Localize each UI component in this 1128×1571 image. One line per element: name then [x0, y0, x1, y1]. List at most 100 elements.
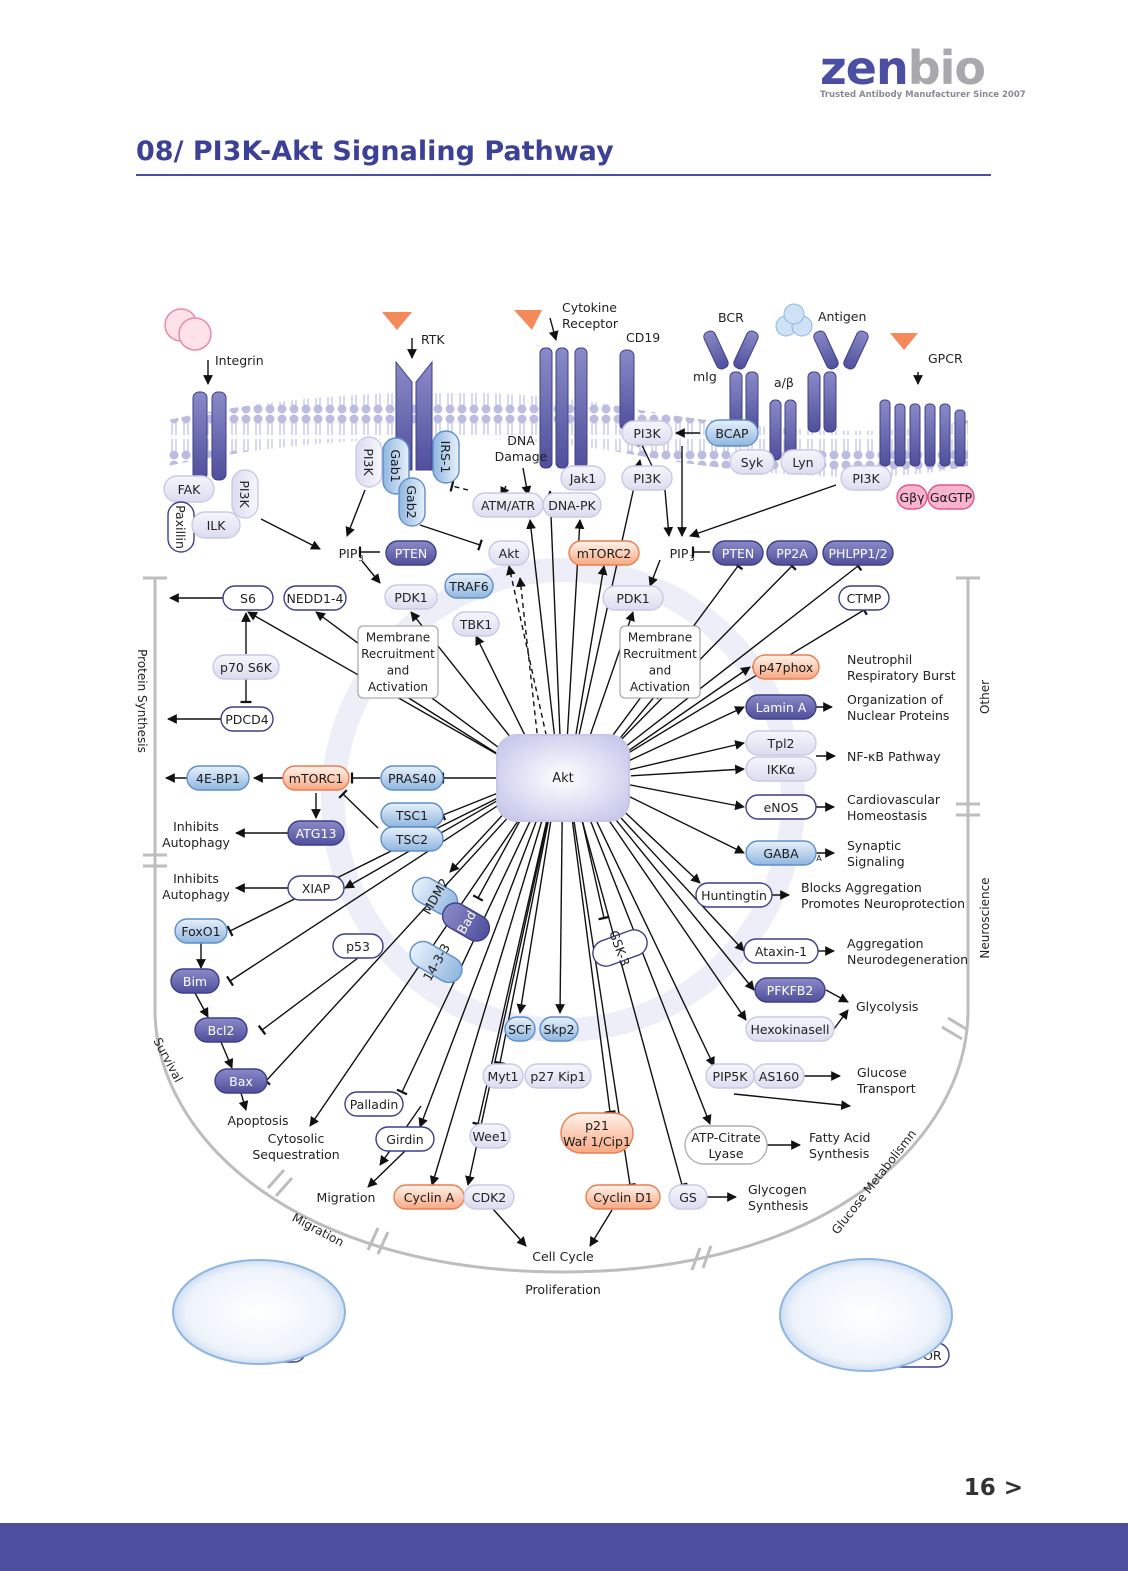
node-ctmp: CTMP: [838, 585, 890, 611]
akt-output-edge: [418, 818, 538, 1128]
node-pi3k-integrin: PI3K: [231, 469, 259, 519]
pathway-edge: [548, 317, 559, 341]
node-shape: [222, 585, 274, 611]
node-label: PI3K: [362, 448, 377, 476]
diagram-label: GPCR: [928, 351, 963, 366]
node-shape: [231, 469, 259, 519]
node-hexokinase: Hexokinasell: [745, 1016, 835, 1042]
akt-output-edge: [449, 805, 512, 873]
node-label: FoxO1: [181, 924, 220, 939]
node-pdk1-right: PDK1: [602, 585, 664, 611]
node-lyn: Lyn: [780, 449, 826, 475]
akt-output-edge: [607, 810, 755, 991]
node-shape: [705, 419, 759, 447]
node-shape: [712, 540, 764, 566]
node-label: IRS-1: [439, 441, 454, 474]
node-shape: [621, 420, 673, 446]
node-shape: [282, 765, 350, 791]
node-shape: [695, 882, 773, 908]
pathway-edge: [663, 489, 674, 537]
node-skp2: Skp2: [539, 1016, 579, 1042]
node-dna-pk: DNA-PK: [542, 492, 602, 518]
node-shape: [539, 1016, 579, 1042]
node-shape: [668, 1184, 708, 1210]
brand-name-part2: bio: [907, 41, 986, 95]
node-shape: [927, 484, 975, 510]
node-shape: [568, 540, 640, 566]
akt-feedback-edge: [516, 577, 541, 761]
node-shape: [283, 585, 347, 611]
node-tsc1: TSC1: [380, 802, 444, 828]
membrane-recruitment-box: [619, 625, 701, 699]
node-myt1: Myt1: [482, 1063, 524, 1089]
bcr-chain: [769, 399, 782, 461]
node-label: PDK1: [616, 591, 649, 606]
node-shape: [822, 540, 894, 566]
akt-output-edge: [581, 820, 610, 921]
bcr-chain: [703, 330, 729, 370]
node-pten-right: PTEN: [712, 540, 764, 566]
bcr-chain: [843, 330, 869, 370]
node-label: GαGTP: [930, 490, 973, 505]
akt-output-edge: [622, 604, 868, 758]
node-shape: [585, 1184, 661, 1210]
node-label: Cyclin A: [404, 1190, 455, 1205]
node-foxo1: FoxO1: [174, 918, 228, 944]
node-shape: [344, 1091, 404, 1117]
node-label: PDK1: [394, 590, 427, 605]
node-shape: [398, 477, 426, 527]
node-label: Skp2: [543, 1022, 574, 1037]
node-shape: [382, 437, 410, 495]
node-bcl2: Bcl2: [194, 1017, 248, 1043]
node-enos: eNOS: [745, 794, 817, 820]
cytokine-receptor-subunit: [539, 347, 553, 469]
node-label: Lamin A: [756, 700, 807, 715]
node-label: PFKFB2: [767, 983, 814, 998]
node-shape: [766, 540, 818, 566]
akt-output-edge: [625, 794, 745, 854]
node-s6: S6: [222, 585, 274, 611]
pathway-edge: [521, 467, 532, 496]
akt-output-edge: [616, 804, 701, 884]
node-pp2a: PP2A: [766, 540, 818, 566]
node-ilk: ILK: [191, 511, 241, 539]
pathway-edge: [345, 489, 366, 537]
node-tsc2: TSC2: [380, 826, 444, 852]
pip3-subscript: 3: [358, 554, 363, 563]
akt-output-edge: [593, 816, 715, 1067]
node-label: ILK: [207, 518, 227, 533]
node-label: FAK: [178, 482, 202, 497]
pathway-edge: [367, 1150, 406, 1188]
page-number: 16 >: [963, 1475, 1023, 1501]
node-pfkfb2: PFKFB2: [754, 977, 826, 1003]
akt-output-edge: [261, 808, 516, 1086]
node-label: AS160: [759, 1069, 799, 1084]
node-gagtp: GαGTP: [927, 484, 975, 510]
node-label: Huntingtin: [701, 888, 767, 903]
node-shape: [745, 730, 817, 756]
node-pdcd4: PDCD4: [220, 706, 274, 732]
node-label: Akt: [499, 546, 520, 561]
akt-output-edge: [506, 565, 547, 736]
node-shape: [385, 540, 437, 566]
pathway-edge: [220, 1041, 234, 1069]
node-shape: [560, 465, 606, 491]
node-label: Gβγ: [899, 490, 925, 505]
node-atm-atr: ATM/ATR: [472, 492, 544, 518]
node-label: PI3K: [633, 471, 661, 486]
node-shape: [287, 820, 345, 846]
gpcr-helix: [894, 403, 906, 467]
node-shape: [752, 654, 820, 680]
bcr-chain: [807, 371, 821, 433]
footer-bar: [0, 1523, 1128, 1571]
node-shape: [332, 933, 384, 959]
node-shape: [220, 706, 274, 732]
region-label: Other: [978, 680, 992, 714]
akt-output-edge: [630, 764, 745, 777]
